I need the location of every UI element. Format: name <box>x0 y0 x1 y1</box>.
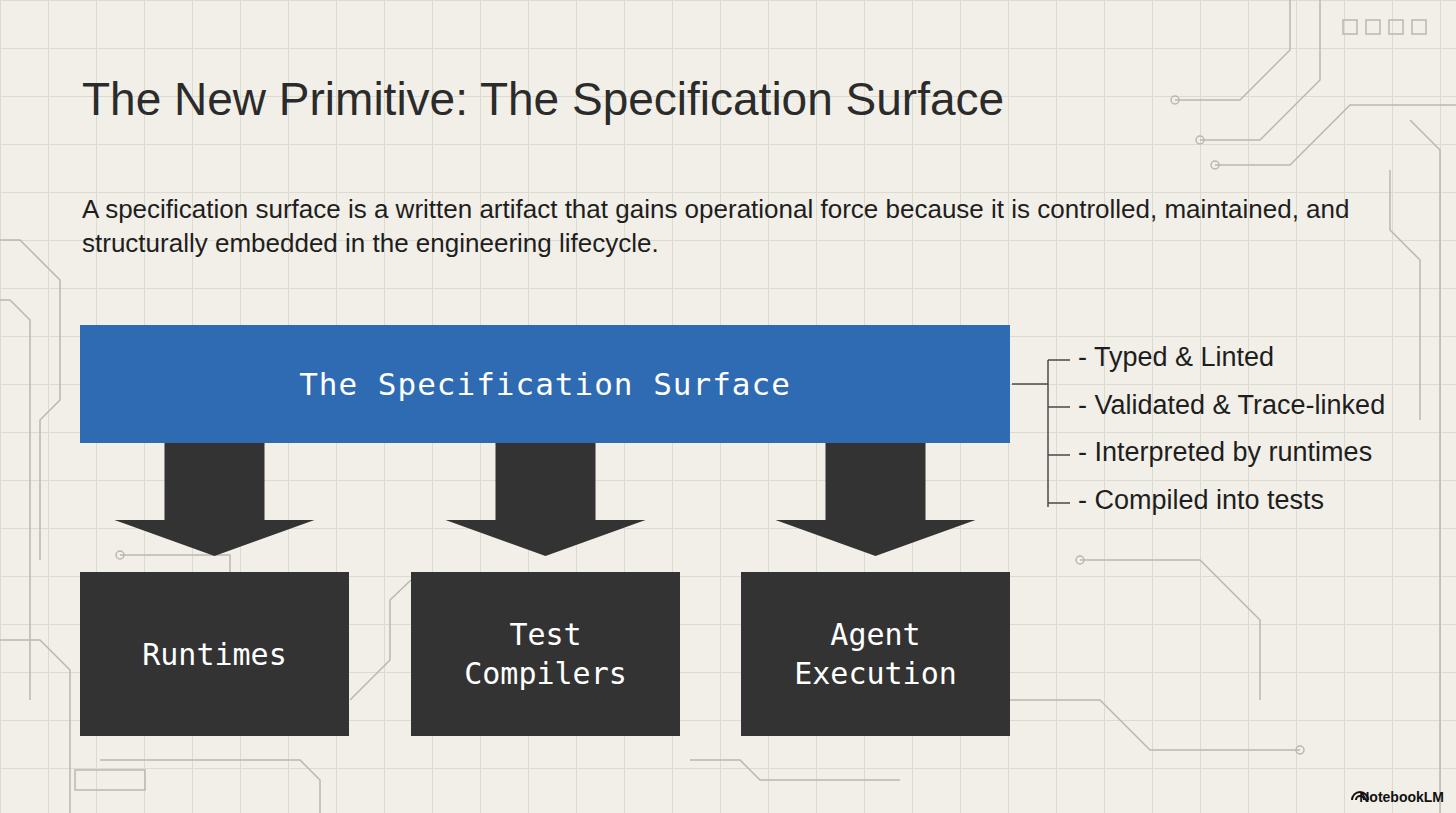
property-note: - Interpreted by runtimes <box>1078 437 1372 468</box>
node-label: Runtimes <box>142 635 287 674</box>
node-label: Test Compilers <box>429 615 662 693</box>
node-label: The Specification Surface <box>299 364 791 404</box>
property-note: - Validated & Trace-linked <box>1078 390 1385 421</box>
bracket <box>1012 360 1070 507</box>
target-box: Test Compilers <box>411 572 680 736</box>
node-label: Agent Execution <box>759 615 992 693</box>
target-box: Agent Execution <box>741 572 1010 736</box>
title: The New Primitive: The Specification Sur… <box>82 72 1004 126</box>
target-box: Runtimes <box>80 572 349 736</box>
block-arrow <box>446 443 646 556</box>
caption: A specification surface is a written art… <box>82 193 1372 261</box>
block-arrow <box>776 443 976 556</box>
specification-box: The Specification Surface <box>80 325 1010 443</box>
property-note: - Compiled into tests <box>1078 485 1324 516</box>
property-note: - Typed & Linted <box>1078 342 1274 373</box>
block-arrow <box>115 443 315 556</box>
watermark: NotebookLM <box>1359 789 1444 805</box>
